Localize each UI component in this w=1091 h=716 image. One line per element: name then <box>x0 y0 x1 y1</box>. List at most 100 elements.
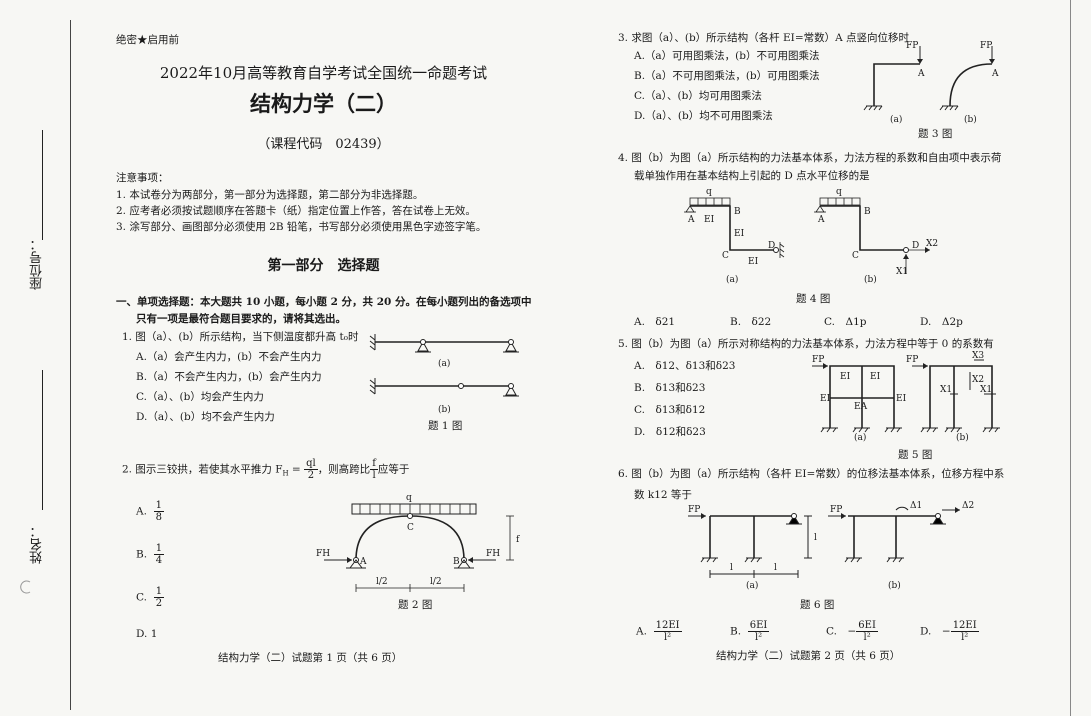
notice-item: 3. 涂写部分、画图部分必须使用 2B 铅笔，书写部分必须使用黑色字迹签字笔。 <box>116 221 487 233</box>
sidebar-line-mid <box>42 370 43 510</box>
notice-heading: 注意事项： <box>116 172 169 184</box>
q1-option-b: B.（a）不会产生内力，(b）会产生内力 <box>136 371 322 383</box>
course-code: （课程代码 02439） <box>257 137 390 152</box>
q3-fig-a-label: (a) <box>890 114 902 125</box>
name-label: 姓名： <box>30 525 45 564</box>
q3-fig-fp-a: FP <box>906 41 918 51</box>
q5-stem: 5. 图（b）为图（a）所示对称结构的力法基本体系，力法方程中等于 0 的系数有 <box>618 338 994 350</box>
q4-option-b: B. δ22 <box>730 316 772 328</box>
q3-fig-b-label: (b) <box>964 114 977 125</box>
q4-fig-d-pt: D <box>768 241 775 251</box>
notice-item: 2. 应考者必须按试题顺序在答题卡（纸）指定位置上作答，答在试卷上无效。 <box>116 205 476 217</box>
q4-fig-ei-col: EI <box>734 229 745 239</box>
q2-three-hinged-arch: q C A B FH FH f l/2 l/2 <box>316 493 520 592</box>
q5-fig-x1-b: X1 <box>980 385 992 395</box>
q3-option-c: C.（a）、(b）均可用图乘法 <box>634 90 762 102</box>
q6-stem-line2: 数 k12 等于 <box>634 489 692 501</box>
q2-fig-l2-right: l/2 <box>430 577 442 587</box>
q2-fig-c: C <box>407 523 414 533</box>
q4-caption: 题 4 图 <box>796 293 831 305</box>
q1-option-c: C.（a）、(b）均会产生内力 <box>136 391 264 403</box>
q3-figure: FP FP A A (a) (b) <box>863 41 999 125</box>
q5-fig-x3: X3 <box>972 351 984 361</box>
q1-fig-a-label: (a) <box>438 358 450 369</box>
page-two-footer: 结构力学（二）试题第 2 页（共 6 页） <box>716 650 901 662</box>
q6-stem-line1: 6. 图（b）为图（a）所示结构（各杆 EI=常数）的位移法基本体系，位移方程中… <box>618 468 1005 480</box>
q4-fig-a-label: (a) <box>726 274 738 285</box>
q4-option-c: C. Δ1p <box>824 316 867 328</box>
q6-fig-l-v: l <box>814 533 817 543</box>
q6-fig-l-h2: l <box>774 563 777 573</box>
q2-fig-fh-right: FH <box>486 549 500 559</box>
section-heading: 一、单项选择题：本大题共 10 小题，每小题 2 分，共 20 分。在每小题列出… <box>116 296 532 308</box>
q4-fig-x2: X2 <box>926 239 938 249</box>
q5-option-d: D. δ12和δ23 <box>634 426 706 438</box>
q6-fig-a-label: (a) <box>746 580 758 591</box>
q5-fig-fp-b: FP <box>906 355 918 365</box>
q4-fig-d-pt-b: D <box>912 241 919 251</box>
q4-fig-a-pt: A <box>687 215 695 225</box>
q1-option-d: D.（a）、(b）均不会产生内力 <box>136 411 275 423</box>
q3-option-a: A.（a）可用图乘法，(b）不可用图乘法 <box>634 50 820 62</box>
q2-fig-f: f <box>516 535 520 545</box>
q5-fig-x1-a: X1 <box>940 385 952 395</box>
q6-fig-l-h1: l <box>730 563 733 573</box>
q4-fig-x1: X1 <box>896 267 908 277</box>
q1-option-a: A.（a）会产生内力，(b）不会产生内力 <box>136 351 322 363</box>
q6-fig-d2: Δ2 <box>962 501 974 511</box>
q1-stem: 1. 图（a）、(b）所示结构，当下侧温度都升高 t₀时 <box>122 331 359 343</box>
q4-figure: q q A A B B C C D D EI EI EI X2 X1 (a) (… <box>684 187 938 285</box>
q3-fig-fp-b: FP <box>980 41 992 51</box>
q2-fig-a: A <box>359 557 367 567</box>
q4-fig-q-a: q <box>706 187 712 197</box>
q2-option-d: D. 1 <box>136 628 158 640</box>
q6-fig-d1: Δ1 <box>910 501 922 511</box>
q5-fig-ei-4: EI <box>896 394 907 404</box>
q3-option-b: B.（a）不可用图乘法，(b）可用图乘法 <box>634 70 820 82</box>
q3-option-d: D.（a）、(b）均不可用图乘法 <box>634 110 773 122</box>
q6-fig-b-label: (b) <box>888 580 901 591</box>
seat-number-label: 座位号： <box>30 238 45 290</box>
q2-fig-fh-left: FH <box>316 549 330 559</box>
q4-fig-c-pt: C <box>722 251 729 261</box>
q4-fig-a-pt-b: A <box>817 215 825 225</box>
subject-title: 结构力学（二） <box>250 91 397 116</box>
q6-figure: FP FP l l l Δ1 Δ2 (a) (b) <box>688 501 974 591</box>
q3-caption: 题 3 图 <box>918 128 953 140</box>
q1-figure: (a) (b) <box>369 334 519 415</box>
q2-caption: 题 2 图 <box>398 599 433 611</box>
q4-fig-q-b: q <box>836 187 842 197</box>
q5-caption: 题 5 图 <box>898 449 933 461</box>
q5-fig-ei-1: EI <box>840 372 851 382</box>
q6-caption: 题 6 图 <box>800 599 835 611</box>
binding-hole-mark <box>20 580 31 594</box>
q5-fig-ea: EA <box>854 402 868 412</box>
q5-fig-ei-3: EI <box>820 394 831 404</box>
q5-fig-b-label: (b) <box>956 432 969 443</box>
q5-option-b: B. δ13和δ23 <box>634 382 706 394</box>
q5-fig-a-label: (a) <box>854 432 866 443</box>
q2-fig-b: B <box>453 557 460 567</box>
q4-fig-ei-bottom: EI <box>748 257 759 267</box>
q2-fig-q: q <box>406 493 412 503</box>
exam-title: 2022年10月高等教育自学考试全国统一命题考试 <box>159 64 488 82</box>
q5-fig-x2: X2 <box>972 375 984 385</box>
q3-stem: 3. 求图（a）、(b）所示结构（各杆 EI=常数）A 点竖向位移时 <box>618 32 910 44</box>
part-title: 第一部分 选择题 <box>267 258 380 274</box>
sidebar-line-top <box>42 130 43 240</box>
q3-fig-a-pt-b: A <box>991 69 999 79</box>
q4-stem-line1: 4. 图（b）为图（a）所示结构的力法基本体系，力法方程的系数和自由项中表示荷 <box>618 152 1002 164</box>
section-heading-cont: 只有一项是最符合题目要求的，请将其选出。 <box>136 313 346 325</box>
page-one-footer: 结构力学（二）试题第 1 页（共 6 页） <box>218 652 403 664</box>
q4-fig-c-pt-b: C <box>852 251 859 261</box>
q4-fig-ei-top: EI <box>704 215 715 225</box>
q5-option-c: C. δ13和δ12 <box>634 404 706 416</box>
